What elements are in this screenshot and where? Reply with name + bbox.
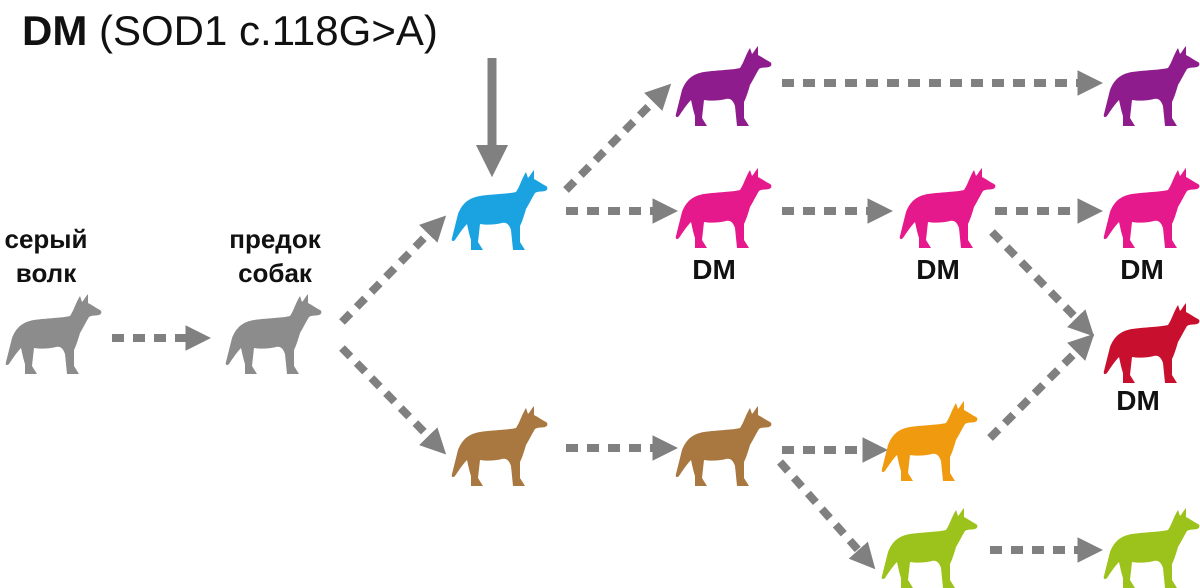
dm-label-crimson: DM <box>1116 385 1160 416</box>
dog-orange-icon <box>881 401 978 481</box>
title-mutation: (SOD1 c.118G>A) <box>87 7 438 54</box>
ancestor-label-line2: собак <box>238 258 313 288</box>
edge-orange-crimson <box>987 333 1095 441</box>
dog-wolf-icon <box>5 294 102 374</box>
edge-ancestor-brown1 <box>339 345 447 455</box>
edge-magenta2-crimson <box>989 229 1095 337</box>
edge-ancestor-blue <box>339 215 447 325</box>
dog-brown2-icon <box>675 406 772 486</box>
ancestor-label-line1: предок <box>229 224 321 254</box>
dog-purple1-icon <box>675 46 772 126</box>
dm-label-magenta1: DM <box>692 254 736 285</box>
dm-label-magenta2: DM <box>916 254 960 285</box>
dog-magenta2-icon <box>899 168 996 248</box>
title-bold: DM <box>22 7 87 54</box>
dog-ancestor-icon <box>225 294 322 374</box>
edges <box>112 70 1104 570</box>
dog-green2-icon <box>1103 508 1200 588</box>
dm-label-magenta3: DM <box>1120 254 1164 285</box>
dog-brown1-icon <box>451 406 548 486</box>
dog-magenta1-icon <box>675 168 772 248</box>
dog-magenta3-icon <box>1103 168 1200 248</box>
dog-green1-icon <box>881 508 978 588</box>
wolf-label-line2: волк <box>16 258 77 288</box>
edge-blue-purple1 <box>563 83 672 193</box>
dogs <box>5 46 1200 588</box>
dog-blue-icon <box>451 170 548 250</box>
title: DM (SOD1 c.118G>A) <box>22 7 438 54</box>
edge-brown2-green1 <box>777 459 876 570</box>
dog-crimson-icon <box>1103 303 1200 383</box>
dog-purple2-icon <box>1103 46 1200 126</box>
wolf-label-line1: серый <box>5 224 88 254</box>
